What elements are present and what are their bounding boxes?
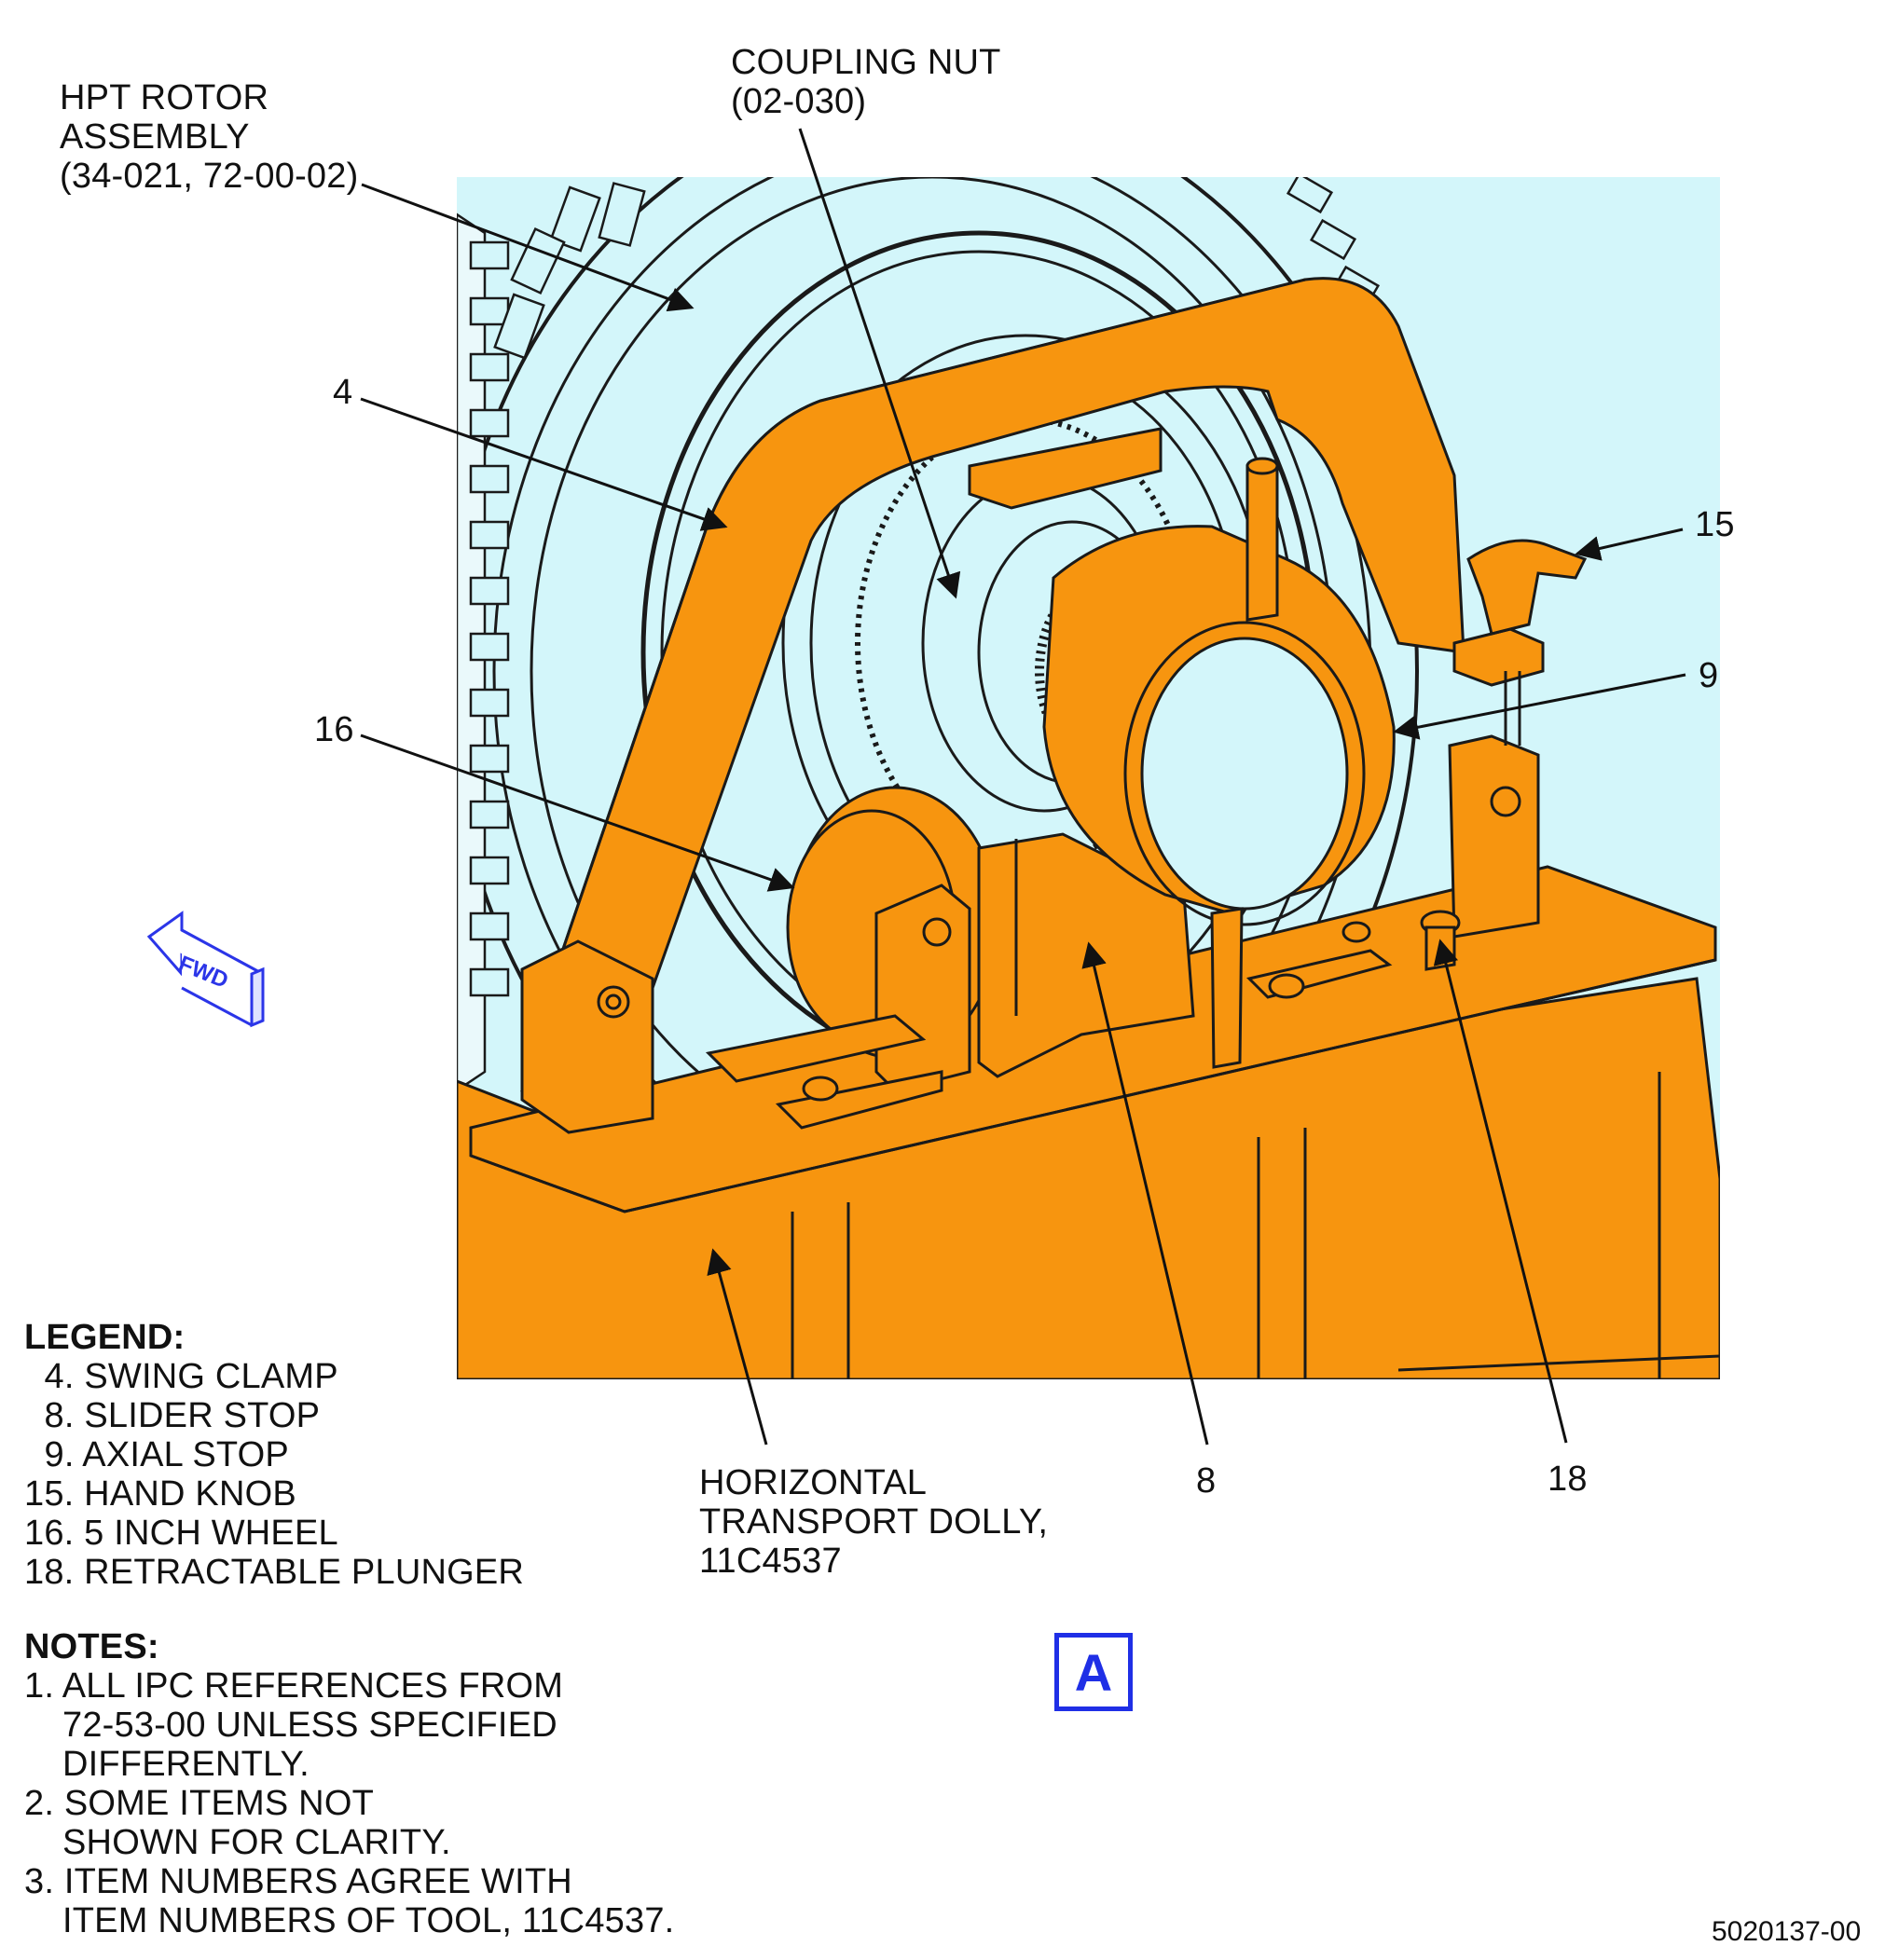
- legend-item: 18. RETRACTABLE PLUNGER: [24, 1553, 525, 1592]
- rotor-blades-left: [457, 182, 646, 1092]
- callout-item-9: 9: [1699, 656, 1719, 695]
- callout-dolly-line1: HORIZONTAL: [699, 1463, 928, 1502]
- hand-knob: [1466, 539, 1588, 636]
- callout-hpt-rotor-assembly: HPT ROTOR ASSEMBLY (34-021, 72-00-02): [60, 78, 358, 196]
- axial-stop-pin: [1245, 464, 1279, 622]
- callout-item-18: 18: [1548, 1460, 1588, 1499]
- legend-item: 4. SWING CLAMP: [24, 1357, 338, 1396]
- left-bracket: [520, 939, 654, 1134]
- callout-dolly-line3: 11C4537: [699, 1542, 842, 1581]
- note-item: 3. ITEM NUMBERS AGREE WITH ITEM NUMBERS …: [24, 1862, 674, 1940]
- notes: NOTES: 1. ALL IPC REFERENCES FROM 72-53-…: [24, 1627, 674, 1940]
- note-text: DIFFERENTLY.: [62, 1745, 310, 1784]
- note-text: 3. ITEM NUMBERS AGREE WITH: [24, 1862, 572, 1901]
- wheel-bracket: [874, 884, 971, 1092]
- callout-item-16: 16: [314, 710, 354, 749]
- legend-item: 9. AXIAL STOP: [24, 1435, 289, 1474]
- legend-item: 16. 5 INCH WHEEL: [24, 1514, 338, 1553]
- callout-item-4: 4: [333, 373, 353, 412]
- view-label-badge: A: [1054, 1633, 1133, 1711]
- clamp-pad: [968, 427, 1163, 510]
- fwd-arrow-icon: [146, 911, 265, 1028]
- legend-item: 15. HAND KNOB: [24, 1474, 296, 1514]
- notes-title: NOTES:: [24, 1627, 159, 1666]
- callout-item-8: 8: [1196, 1461, 1217, 1501]
- note-text: 1. ALL IPC REFERENCES FROM: [24, 1666, 564, 1706]
- legend-list: 4. SWING CLAMP 8. SLIDER STOP 9. AXIAL S…: [24, 1357, 524, 1592]
- note-text: 72-53-00 UNLESS SPECIFIED: [62, 1706, 557, 1745]
- callout-hpt-rotor-line2: ASSEMBLY: [60, 117, 250, 157]
- figure-id: 5020137-00: [1712, 1916, 1862, 1947]
- callout-hpt-rotor-line1: HPT ROTOR: [60, 78, 269, 117]
- leader-lines: [360, 128, 1686, 1446]
- legend: LEGEND: 4. SWING CLAMP 8. SLIDER STOP 9.…: [24, 1318, 524, 1592]
- note-text: 2. SOME ITEMS NOT: [24, 1784, 374, 1823]
- note-text: SHOWN FOR CLARITY.: [62, 1823, 451, 1862]
- note-item: 1. ALL IPC REFERENCES FROM 72-53-00 UNLE…: [24, 1666, 674, 1784]
- note-text: ITEM NUMBERS OF TOOL, 11C4537.: [62, 1901, 675, 1940]
- slide-blocks: [705, 921, 1393, 1130]
- callout-coupling-nut-line1: COUPLING NUT: [731, 43, 1001, 82]
- callout-coupling-nut: COUPLING NUT (02-030): [731, 43, 1001, 121]
- retractable-plunger: [1420, 910, 1461, 971]
- callout-horizontal-transport-dolly: HORIZONTAL TRANSPORT DOLLY, 11C4537: [699, 1463, 1048, 1581]
- callout-hpt-rotor-line3: (34-021, 72-00-02): [60, 157, 359, 196]
- callout-dolly-line2: TRANSPORT DOLLY,: [699, 1502, 1049, 1542]
- right-bracket: [1448, 627, 1545, 939]
- legend-title: LEGEND:: [24, 1318, 186, 1357]
- callout-item-15: 15: [1695, 505, 1735, 544]
- legend-item: 8. SLIDER STOP: [24, 1396, 321, 1435]
- callout-coupling-nut-line2: (02-030): [731, 82, 867, 121]
- lower-pin: [1210, 907, 1244, 1069]
- note-item: 2. SOME ITEMS NOT SHOWN FOR CLARITY.: [24, 1784, 674, 1862]
